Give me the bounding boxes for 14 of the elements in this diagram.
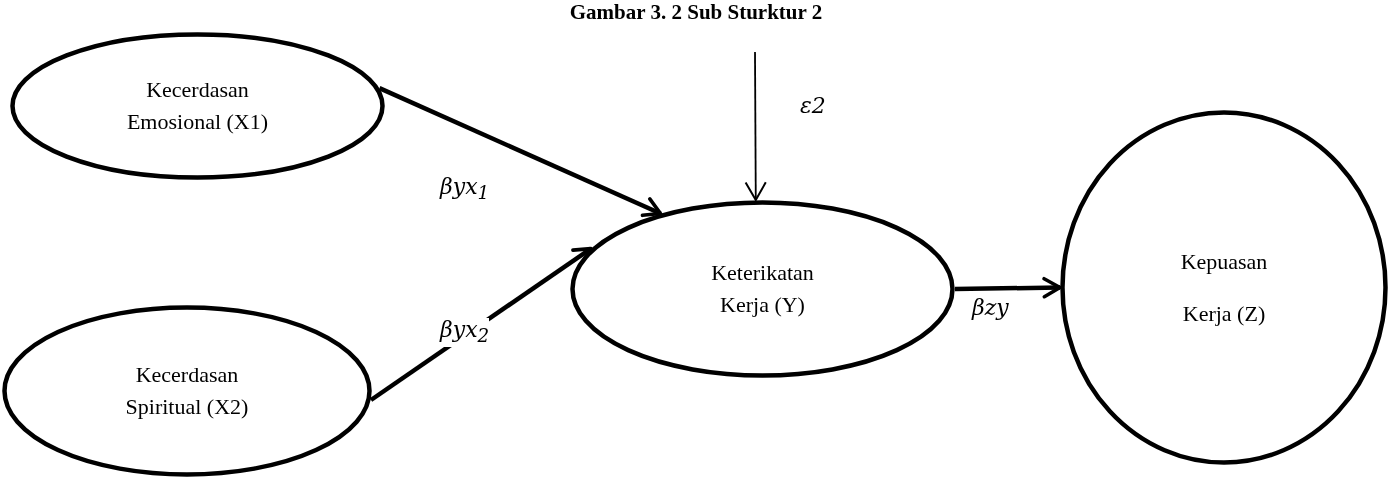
construct-ellipse bbox=[10, 32, 385, 180]
construct-label: Kecerdasan Emosional (X1) bbox=[125, 76, 270, 136]
construct-circle bbox=[1060, 110, 1388, 465]
construct-ellipse bbox=[570, 200, 955, 378]
construct-label: Kepuasan Kerja (Z) bbox=[1179, 247, 1269, 328]
path-coefficient-label: βzy bbox=[972, 296, 1009, 321]
path-arrow bbox=[744, 51, 767, 202]
construct-label: Kecerdasan Spiritual (X2) bbox=[124, 361, 250, 421]
path-coefficient-label: βyx$_{2}$ bbox=[440, 318, 490, 347]
figure-title: Gambar 3. 2 Sub Sturktur 2 bbox=[568, 0, 824, 24]
path-arrow bbox=[954, 276, 1062, 299]
construct-ellipse bbox=[2, 305, 372, 477]
construct-label: Keterikatan Kerja (Y) bbox=[710, 259, 815, 319]
path-arrow bbox=[378, 86, 663, 218]
